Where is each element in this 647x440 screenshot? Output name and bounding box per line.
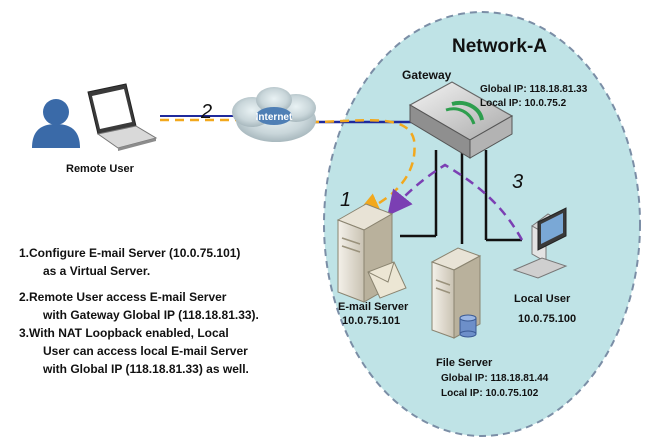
file-server-label: File Server [436,357,493,369]
internet-label: Internet [256,112,293,123]
remote-user-label: Remote User [66,163,135,175]
note-line: 2.Remote User access E-mail Server [19,290,227,304]
gateway-router-icon [408,81,514,159]
network-links [160,115,522,244]
note-line: User can access local E-mail Server [43,344,248,358]
path-local-loopback [387,163,524,241]
gateway-label: Gateway [402,68,452,82]
database-icon [459,314,477,338]
path-label-1: 1 [340,189,351,211]
envelope-icon [367,261,407,299]
path-label-2: 2 [200,101,212,123]
note-line: 1.Configure E-mail Server (10.0.75.101) [19,246,240,260]
network-title: Network-A [452,36,547,57]
gateway-local-ip: Local IP: 10.0.75.2 [480,98,567,109]
note-line: as a Virtual Server. [43,264,150,278]
local-user-computer-icon [512,207,568,279]
note-line: with Global IP (118.18.81.33) as well. [42,362,249,376]
gateway-global-ip: Global IP: 118.18.81.33 [480,84,588,95]
email-server-label: E-mail Server [338,301,409,313]
file-server-global-ip: Global IP: 118.18.81.44 [441,373,549,384]
note-line: 3.With NAT Loopback enabled, Local [19,326,229,340]
laptop-icon [87,83,158,151]
remote-user-person-icon [32,99,80,148]
email-server-ip: 10.0.75.101 [342,315,400,327]
email-server-icon [336,203,394,303]
network-a-zone [323,11,641,437]
local-user-ip: 10.0.75.100 [518,313,576,325]
file-server-local-ip: Local IP: 10.0.75.102 [441,388,539,399]
local-user-label: Local User [514,293,571,305]
notes-block: 1.Configure E-mail Server (10.0.75.101) … [19,246,259,376]
path-label-3: 3 [512,171,523,193]
internet-cloud-icon [232,87,316,142]
note-line: with Gateway Global IP (118.18.81.33). [42,308,259,322]
